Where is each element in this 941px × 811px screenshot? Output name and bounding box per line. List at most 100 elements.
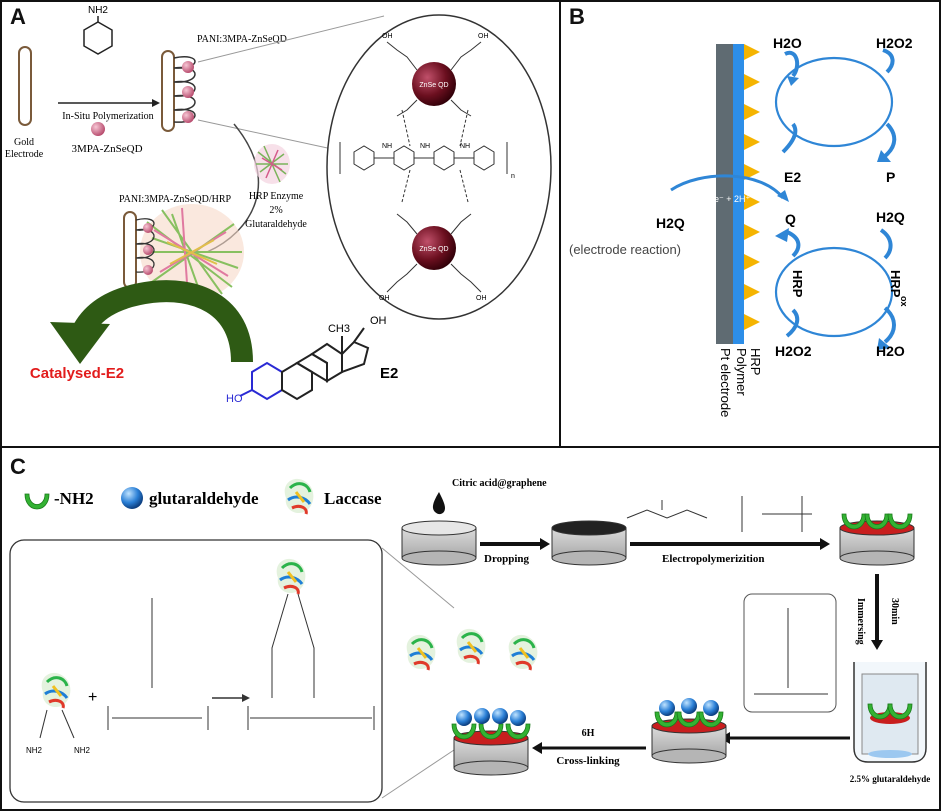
legend-glut: glutaraldehyde	[149, 489, 259, 508]
nh2-right: NH2	[74, 746, 91, 755]
glut-zoom-structure	[754, 608, 828, 695]
oh-label: OH	[478, 33, 489, 40]
hrp-electrode	[123, 211, 137, 289]
h2o2-bottom: H2O2	[775, 343, 812, 359]
oh-e2-label: OH	[370, 315, 387, 327]
pt-electrode-layer	[716, 44, 733, 344]
qd-structure-bottom: ZnSe QD	[386, 213, 482, 293]
nh-label-1: NH	[382, 143, 392, 150]
dropping-label: Dropping	[484, 553, 530, 565]
oh-label: OH	[476, 295, 487, 302]
six-h-label: 6H	[582, 728, 595, 739]
legend-laccase: Laccase	[324, 489, 382, 508]
gold-label: Gold	[14, 137, 34, 148]
qd-ball	[182, 61, 194, 73]
citric-drop-icon	[432, 492, 445, 515]
hrp-ox-label: HRP	[888, 270, 903, 298]
laccase-legend-icon	[283, 477, 315, 516]
electrode-reaction-label: (electrode reaction)	[569, 242, 681, 257]
monomer-structure	[626, 496, 812, 532]
ho-label: HO	[226, 393, 243, 405]
layer-pt-label: Pt electrode	[718, 348, 733, 417]
nh2-legend-icon	[24, 493, 50, 510]
oh-label: OH	[382, 33, 393, 40]
pani-coil	[173, 56, 196, 123]
hrp-enzyme-label: HRP Enzyme	[249, 191, 304, 202]
polyaniline-chain	[339, 109, 508, 203]
p-label: P	[886, 169, 895, 185]
qd-core-label: ZnSe QD	[419, 82, 448, 89]
legend-nh2: -NH2	[54, 489, 94, 508]
ch3-label: CH3	[328, 323, 350, 335]
nh2-label: NH2	[88, 5, 108, 16]
qd-ball	[182, 86, 194, 98]
panel-c-diagram: -NH2 glutaraldehyde Laccase NH2 NH2 + Ci…	[9, 477, 931, 803]
thirty-min-label: 30min	[889, 598, 900, 625]
glutaraldehyde-legend-icon	[121, 487, 143, 509]
electropoly-label: Electropolymerizition	[662, 553, 764, 565]
e2-label: E2	[380, 365, 398, 382]
qd-label: 3MPA-ZnSeQD	[71, 143, 142, 155]
ox-label: ox	[899, 296, 909, 307]
crosslinked-product	[247, 557, 375, 730]
hrp-composite-label: PANI:3MPA-ZnSeQD/HRP	[119, 194, 232, 205]
e2-cycle	[774, 56, 894, 148]
layer-polymer-label: Polymer	[734, 348, 749, 396]
citric-label: Citric acid@graphene	[452, 478, 547, 489]
nh-label-3: NH	[460, 143, 470, 150]
catalysed-e2-label: Catalysed-E2	[30, 365, 124, 382]
hrp-pct-label: 2%	[269, 205, 282, 216]
n-label: n	[511, 173, 515, 180]
h2o-bottom: H2O	[876, 343, 905, 359]
panel-b: B H2O H2O2 E2 P 2e⁻ + 2H⁺ H2Q (electrode…	[559, 0, 941, 448]
layer-hrp-label: HRP	[748, 348, 763, 375]
hrp-layer	[744, 44, 760, 330]
panel-a-diagram: Gold Electrode NH2 In-Situ Polymerizatio…	[5, 5, 552, 405]
graphene-electrode-disk	[551, 520, 627, 566]
electrode-reaction-arrow	[670, 174, 785, 199]
panel-b-label: B	[569, 4, 585, 29]
polymer-electrode-disk	[839, 513, 915, 566]
h2o2-top: H2O2	[876, 35, 913, 51]
qd-core-label-2: ZnSe QD	[419, 246, 448, 253]
panel-b-diagram: H2O H2O2 E2 P 2e⁻ + 2H⁺ H2Q (electrode r…	[569, 35, 913, 417]
polymerization-label: In-Situ Polymerization	[62, 111, 153, 122]
modified-electrode	[161, 50, 175, 132]
h2q-left: H2Q	[656, 215, 685, 231]
crosslink-label: Cross-linking	[556, 755, 620, 767]
polymer-layer	[733, 44, 744, 344]
panel-c: C -NH2 glutaraldehyde Lacca	[0, 446, 941, 811]
electrons-label: 2e⁻ + 2H⁺	[709, 194, 751, 204]
catalysis-arrow	[72, 280, 253, 363]
oh-label: OH	[379, 295, 390, 302]
glut-zoom-box	[743, 593, 837, 713]
glut-electrode-disk	[651, 698, 727, 764]
glutaraldehyde-beaker	[853, 662, 927, 763]
h2q-right: H2Q	[876, 209, 905, 225]
q-label: Q	[785, 211, 796, 227]
immersing-label: Immersing	[855, 598, 866, 645]
hrp-enzyme-icon	[254, 144, 290, 184]
reaction-box	[9, 539, 383, 803]
nh-label-2: NH	[420, 143, 430, 150]
h2o-top: H2O	[773, 35, 802, 51]
laccase-amine	[39, 671, 75, 739]
glutaraldehyde-polymer	[107, 598, 209, 730]
panel-a-label: A	[10, 4, 26, 29]
e2-label-b: E2	[784, 169, 801, 185]
final-electrode-disk	[405, 627, 539, 776]
electrode-label: Electrode	[5, 149, 44, 160]
panel-c-label: C	[10, 454, 26, 479]
gold-electrode	[18, 46, 32, 126]
hrp-enzyme-cluster	[140, 204, 244, 300]
catalysis-arrowhead	[50, 322, 110, 364]
qd-ball-icon	[91, 122, 105, 136]
glut-pct-label: 2.5% glutaraldehyde	[850, 774, 931, 784]
composite-label: PANI:3MPA-ZnSeQD	[197, 34, 287, 45]
bare-electrode-disk	[401, 520, 477, 566]
estradiol-structure	[239, 327, 370, 401]
hrp-glut-label: Glutaraldehyde	[245, 219, 307, 230]
aniline-ring	[83, 21, 113, 55]
qd-structure-top: ZnSe QD	[386, 41, 482, 117]
hrp-label: HRP	[790, 270, 805, 298]
